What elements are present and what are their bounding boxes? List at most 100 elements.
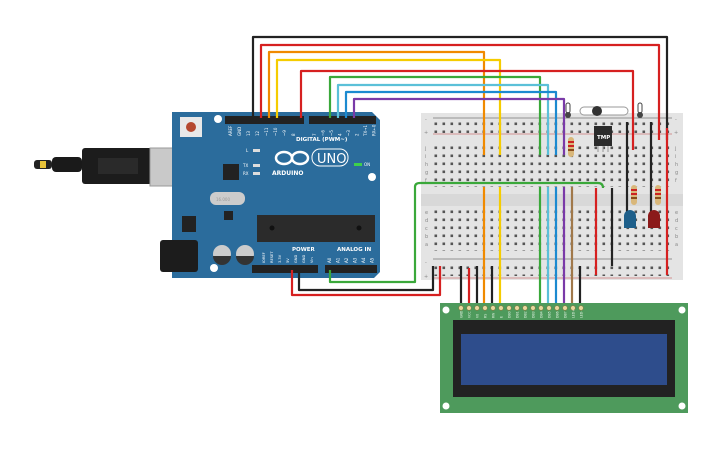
row-label: h — [425, 162, 428, 168]
wire-pin11 — [275, 58, 502, 305]
power-pin-label: RESET — [270, 251, 274, 263]
resistor[interactable] — [568, 137, 574, 157]
brand-text: ARDUINO — [272, 170, 303, 177]
reset-button-cap[interactable] — [186, 122, 196, 132]
row-label: a — [425, 242, 428, 248]
led-rx — [253, 172, 260, 175]
lcd-pin-label: DB0 — [508, 311, 512, 318]
mount-hole — [210, 264, 218, 272]
lcd-pin[interactable] — [514, 305, 520, 311]
wire-pin3 — [344, 90, 558, 305]
lcd-pin[interactable] — [458, 305, 464, 311]
crystal — [210, 192, 245, 205]
lcd-pin[interactable] — [522, 305, 528, 311]
row-label: j — [674, 146, 676, 152]
analog-pin-label: A5 — [370, 257, 375, 263]
digital-pin-label: 12 — [255, 130, 260, 136]
row-label: e — [425, 210, 428, 216]
rail-plus-label: + — [424, 130, 428, 136]
lcd-pin-label: E — [500, 316, 504, 318]
resistor[interactable] — [631, 185, 637, 205]
wire-5v — [290, 266, 442, 297]
analog-pin-label: A2 — [344, 257, 349, 263]
lcd-pin[interactable] — [538, 305, 544, 311]
led-l — [253, 149, 260, 152]
wire-pin13 — [259, 43, 661, 140]
digital-pin-label: ~3 — [346, 130, 351, 136]
led-blue[interactable] — [624, 210, 636, 228]
wire-gnd — [251, 35, 669, 140]
lcd-pin[interactable] — [490, 305, 496, 311]
row-label: d — [675, 218, 678, 224]
wire-pin8 — [299, 69, 635, 150]
led-red[interactable] — [648, 210, 660, 228]
lcd-pin[interactable] — [498, 305, 504, 311]
lcd-pin[interactable] — [482, 305, 488, 311]
digital-pin-label: 7 — [312, 133, 317, 136]
resistor[interactable] — [655, 185, 661, 205]
wire-a0 — [328, 181, 605, 284]
temperature-sensor[interactable]: TMP — [594, 126, 612, 152]
led-rx-label: RX — [243, 171, 249, 176]
lcd-pin[interactable] — [474, 305, 480, 311]
power-header — [252, 265, 318, 273]
lcd-pin-label: DB4 — [540, 311, 544, 318]
arduino-logo — [274, 150, 310, 166]
lcd-pin-label: RW — [492, 312, 496, 318]
atmega-chip — [257, 215, 375, 242]
rail-plus-label: + — [674, 130, 678, 136]
crystal-label: 16.000 — [216, 197, 230, 202]
power-label: POWER — [292, 247, 316, 253]
mount-hole — [368, 173, 376, 181]
lcd-pin-label: GND — [460, 310, 464, 318]
power-pin-label: GND — [302, 255, 306, 263]
digital-pin-label: GND — [237, 127, 242, 136]
voltage-regulator — [182, 216, 196, 232]
row-label: f — [675, 178, 677, 184]
lcd-pin-label: DB6 — [556, 311, 560, 318]
lcd-pin-label: RS — [484, 314, 488, 318]
lcd-pin[interactable] — [570, 305, 576, 311]
lcd-pin[interactable] — [530, 305, 536, 311]
digital-pin-label: ~9 — [282, 130, 287, 136]
digital-header-right — [309, 116, 376, 124]
small-chip — [224, 211, 233, 220]
digital-pin-label: ~6 — [321, 130, 326, 136]
power-pin-label: IOREF — [262, 252, 266, 263]
thermometer-icon — [565, 102, 643, 118]
digital-pin-label: 2 — [355, 133, 360, 136]
lcd-pin-label: DB5 — [548, 311, 552, 318]
row-label: c — [675, 226, 678, 232]
wire-gnd-bottom — [297, 266, 435, 292]
power-pin-label: 3.3V — [278, 254, 282, 263]
lcd-pin[interactable] — [546, 305, 552, 311]
slider-switch[interactable] — [579, 106, 629, 116]
row-label: i — [425, 154, 426, 160]
rail-plus-label: + — [424, 274, 428, 280]
digital-pin-label: ~10 — [273, 127, 278, 136]
led-tx — [253, 164, 260, 167]
lcd-pin[interactable] — [578, 305, 584, 311]
dc-jack[interactable] — [160, 240, 198, 272]
lcd-pin[interactable] — [554, 305, 560, 311]
wire-pin5 — [328, 75, 542, 305]
lcd-pin[interactable] — [506, 305, 512, 311]
wires[interactable] — [251, 35, 669, 305]
mount-hole — [214, 115, 222, 123]
lcd-pin[interactable] — [562, 305, 568, 311]
analog-pin-label: A4 — [361, 257, 366, 263]
on-label: ON — [364, 162, 370, 167]
lcd-pin[interactable] — [466, 305, 472, 311]
lcd-pin-label: DB1 — [516, 311, 520, 318]
analog-pin-label: A1 — [336, 257, 341, 263]
rail-minus-label: - — [675, 117, 677, 123]
digital-pin-label: RX←0 — [372, 124, 377, 136]
lcd-pin-label: LED+ — [572, 309, 576, 318]
lcd-pin-label: DB2 — [524, 311, 528, 318]
led-l-label: L — [246, 148, 249, 153]
row-label: b — [675, 234, 678, 240]
